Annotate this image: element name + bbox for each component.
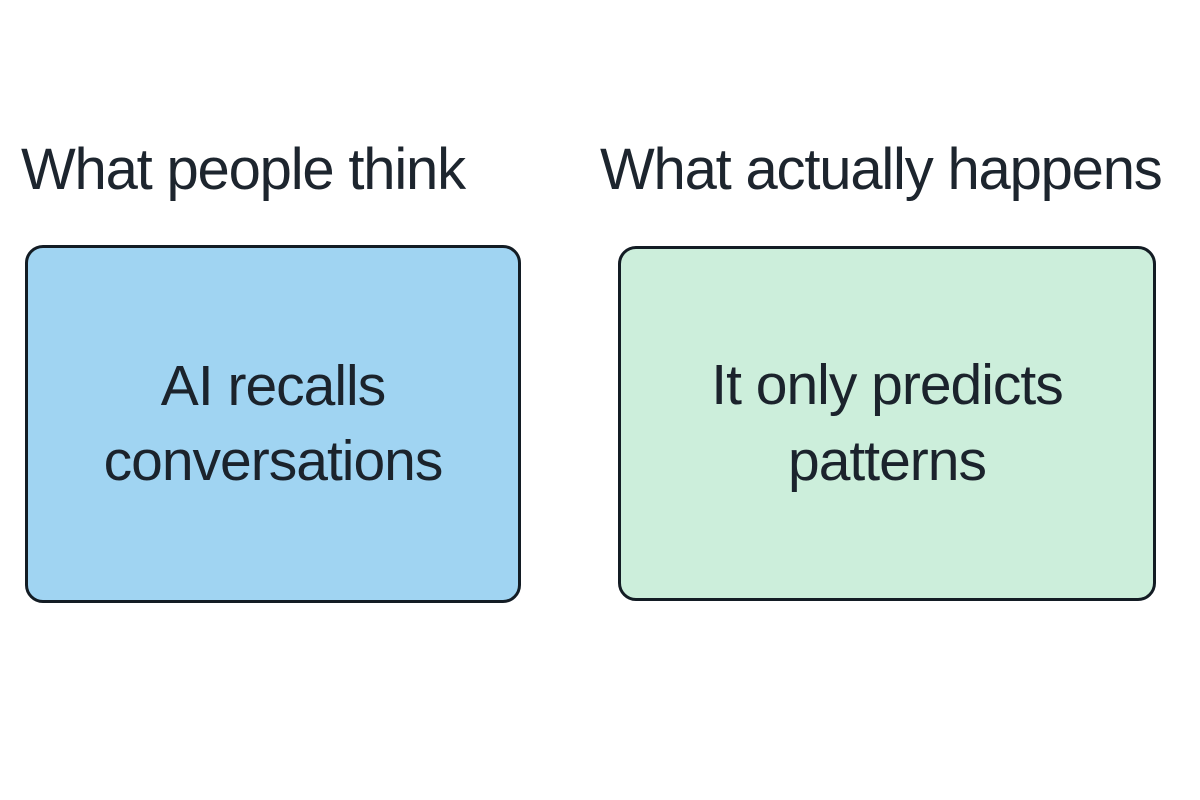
right-panel-box: It only predicts patterns [618,246,1156,601]
left-box-line-1: AI recalls [160,353,386,418]
left-box-line-2: conversations [103,429,444,493]
right-box-line-2: patterns [788,428,987,493]
right-box-text: It only predicts patterns [711,348,1063,498]
left-panel-heading: What people think [21,137,466,202]
right-panel-heading: What actually happens [600,137,1163,202]
left-panel-box: AI recalls conversations [25,245,521,603]
right-box-line-1: It only predicts [711,353,1063,418]
left-box-text: AI recalls conversations [103,349,444,499]
